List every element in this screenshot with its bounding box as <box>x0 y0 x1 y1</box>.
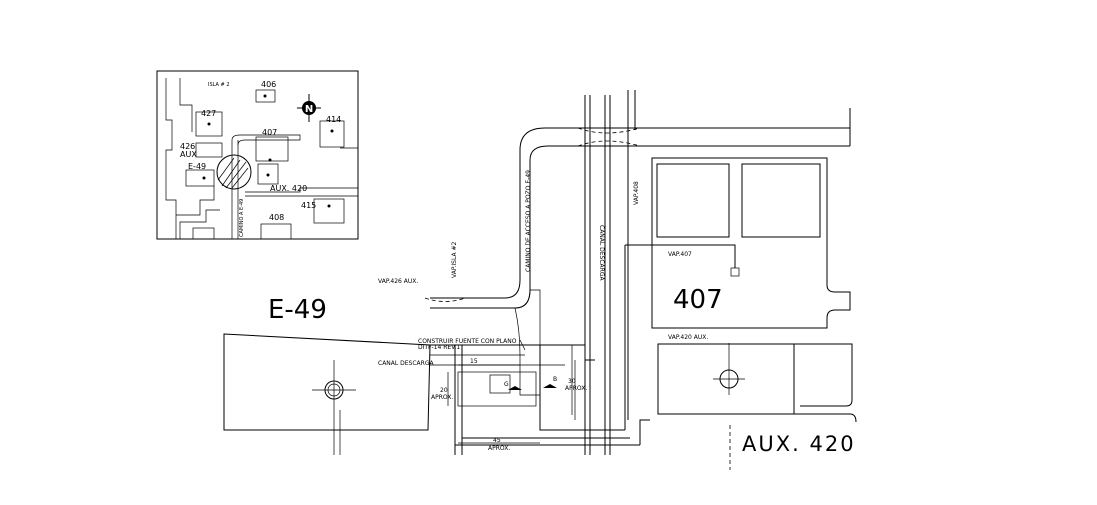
north-letter: N <box>305 104 313 115</box>
key-map-label-415: 415 <box>301 201 316 210</box>
access-road <box>430 108 851 309</box>
building-407-tank-right <box>741 163 821 238</box>
key-map-building-415 <box>313 198 345 224</box>
key-map-building-427 <box>195 111 223 137</box>
key-map-label-426: 426 <box>180 142 195 151</box>
fountain-opening <box>489 374 511 394</box>
label-vap-isla: VAP.ISLA #2 <box>451 241 458 278</box>
key-map-hatch <box>217 157 249 189</box>
key-map-building-407 <box>255 136 289 162</box>
label-dim-30: 30 <box>568 378 576 385</box>
key-map-label-414: 414 <box>326 115 341 124</box>
aux-420-compound <box>657 343 857 470</box>
key-map-road-bend <box>231 134 301 146</box>
key-map-building-aux420 <box>257 163 279 185</box>
label-dim-20: 20 <box>440 387 448 394</box>
key-map-point-markers <box>202 94 334 208</box>
label-canal-vertical: CANAL DESCARGA <box>598 225 605 281</box>
north-arrow-icon: N <box>297 94 321 122</box>
key-map-label-427: 427 <box>201 109 216 118</box>
label-marker-b: B <box>553 376 557 383</box>
key-map: N ISLA # 2 406 427 407 414 426 AUX E-49 … <box>156 70 359 240</box>
key-map-label-408: 408 <box>269 213 284 222</box>
label-vap420: VAP.420 AUX. <box>668 334 708 341</box>
aux-420-extension <box>794 343 853 407</box>
key-map-label-isla: ISLA # 2 <box>208 82 230 88</box>
building-407 <box>651 157 851 329</box>
key-map-building-414 <box>319 120 345 148</box>
building-407-outline <box>651 157 851 329</box>
label-aprox-bottom: APROX. <box>488 445 510 452</box>
label-vap426: VAP.426 AUX. <box>378 278 418 285</box>
access-road-inner-edge <box>430 145 850 309</box>
key-map-building-408 <box>260 223 292 240</box>
label-e49: E-49 <box>268 295 327 325</box>
key-map-building-426 <box>195 142 223 158</box>
fountain-structure <box>457 289 557 407</box>
key-map-building-406 <box>255 89 276 103</box>
label-aprox-left: APROX. <box>431 394 453 401</box>
label-dim-45: 45 <box>493 437 501 444</box>
key-map-label-road: CAMINO A E-49 <box>239 199 245 237</box>
label-aux420: AUX. 420 <box>742 432 856 456</box>
fountain-marker-b-icon <box>543 384 557 388</box>
label-camino: CAMINO DE ACCESO A POZO E-49 <box>525 170 532 272</box>
boundary-lines <box>430 244 736 455</box>
key-map-building-e49 <box>185 169 215 187</box>
label-dim-15: 15 <box>470 358 478 365</box>
fountain-marker-g-icon <box>508 386 522 390</box>
fountain-hatch-north <box>514 289 541 396</box>
label-vap407: VAP.407 <box>668 251 692 258</box>
building-407-tank-left <box>656 163 730 238</box>
fountain-hatch-south <box>457 371 537 407</box>
label-aprox-right: APROX. <box>565 385 587 392</box>
label-construir-1: CONSTRUIR FUENTE CON PLANO <box>418 338 517 345</box>
e49-pad-outline <box>223 333 431 431</box>
key-map-road-nw <box>179 78 193 132</box>
label-canal-horizontal: CANAL DESCARGA <box>378 360 434 367</box>
key-map-building-bottom <box>192 227 215 240</box>
key-map-road-west <box>165 78 177 239</box>
key-map-road-east <box>245 187 358 197</box>
aux-420-outline <box>657 343 795 415</box>
key-map-road-ns <box>231 140 239 239</box>
key-map-label-407: 407 <box>262 128 277 137</box>
label-marker-g: G <box>504 381 509 388</box>
dimension-lines <box>447 345 573 444</box>
key-map-road-south <box>176 186 220 239</box>
canal-lines <box>584 90 636 455</box>
label-vap-top: VAP.408 <box>633 181 640 205</box>
key-map-label-e49: E-49 <box>188 162 206 171</box>
key-map-label-aux420: AUX. 420 <box>270 184 307 193</box>
pipe-crossings <box>424 127 641 302</box>
access-road-outer-edge <box>430 127 850 299</box>
label-construir-2: DITF-14 REV.1 <box>418 344 460 351</box>
e49-pad <box>223 333 431 455</box>
key-map-zoom-circle <box>216 154 252 190</box>
key-map-label-aux: AUX <box>180 150 197 159</box>
building-407-marker-box <box>730 267 740 277</box>
key-map-label-406: 406 <box>261 80 276 89</box>
key-map-frame <box>156 70 359 240</box>
label-407: 407 <box>673 285 723 315</box>
